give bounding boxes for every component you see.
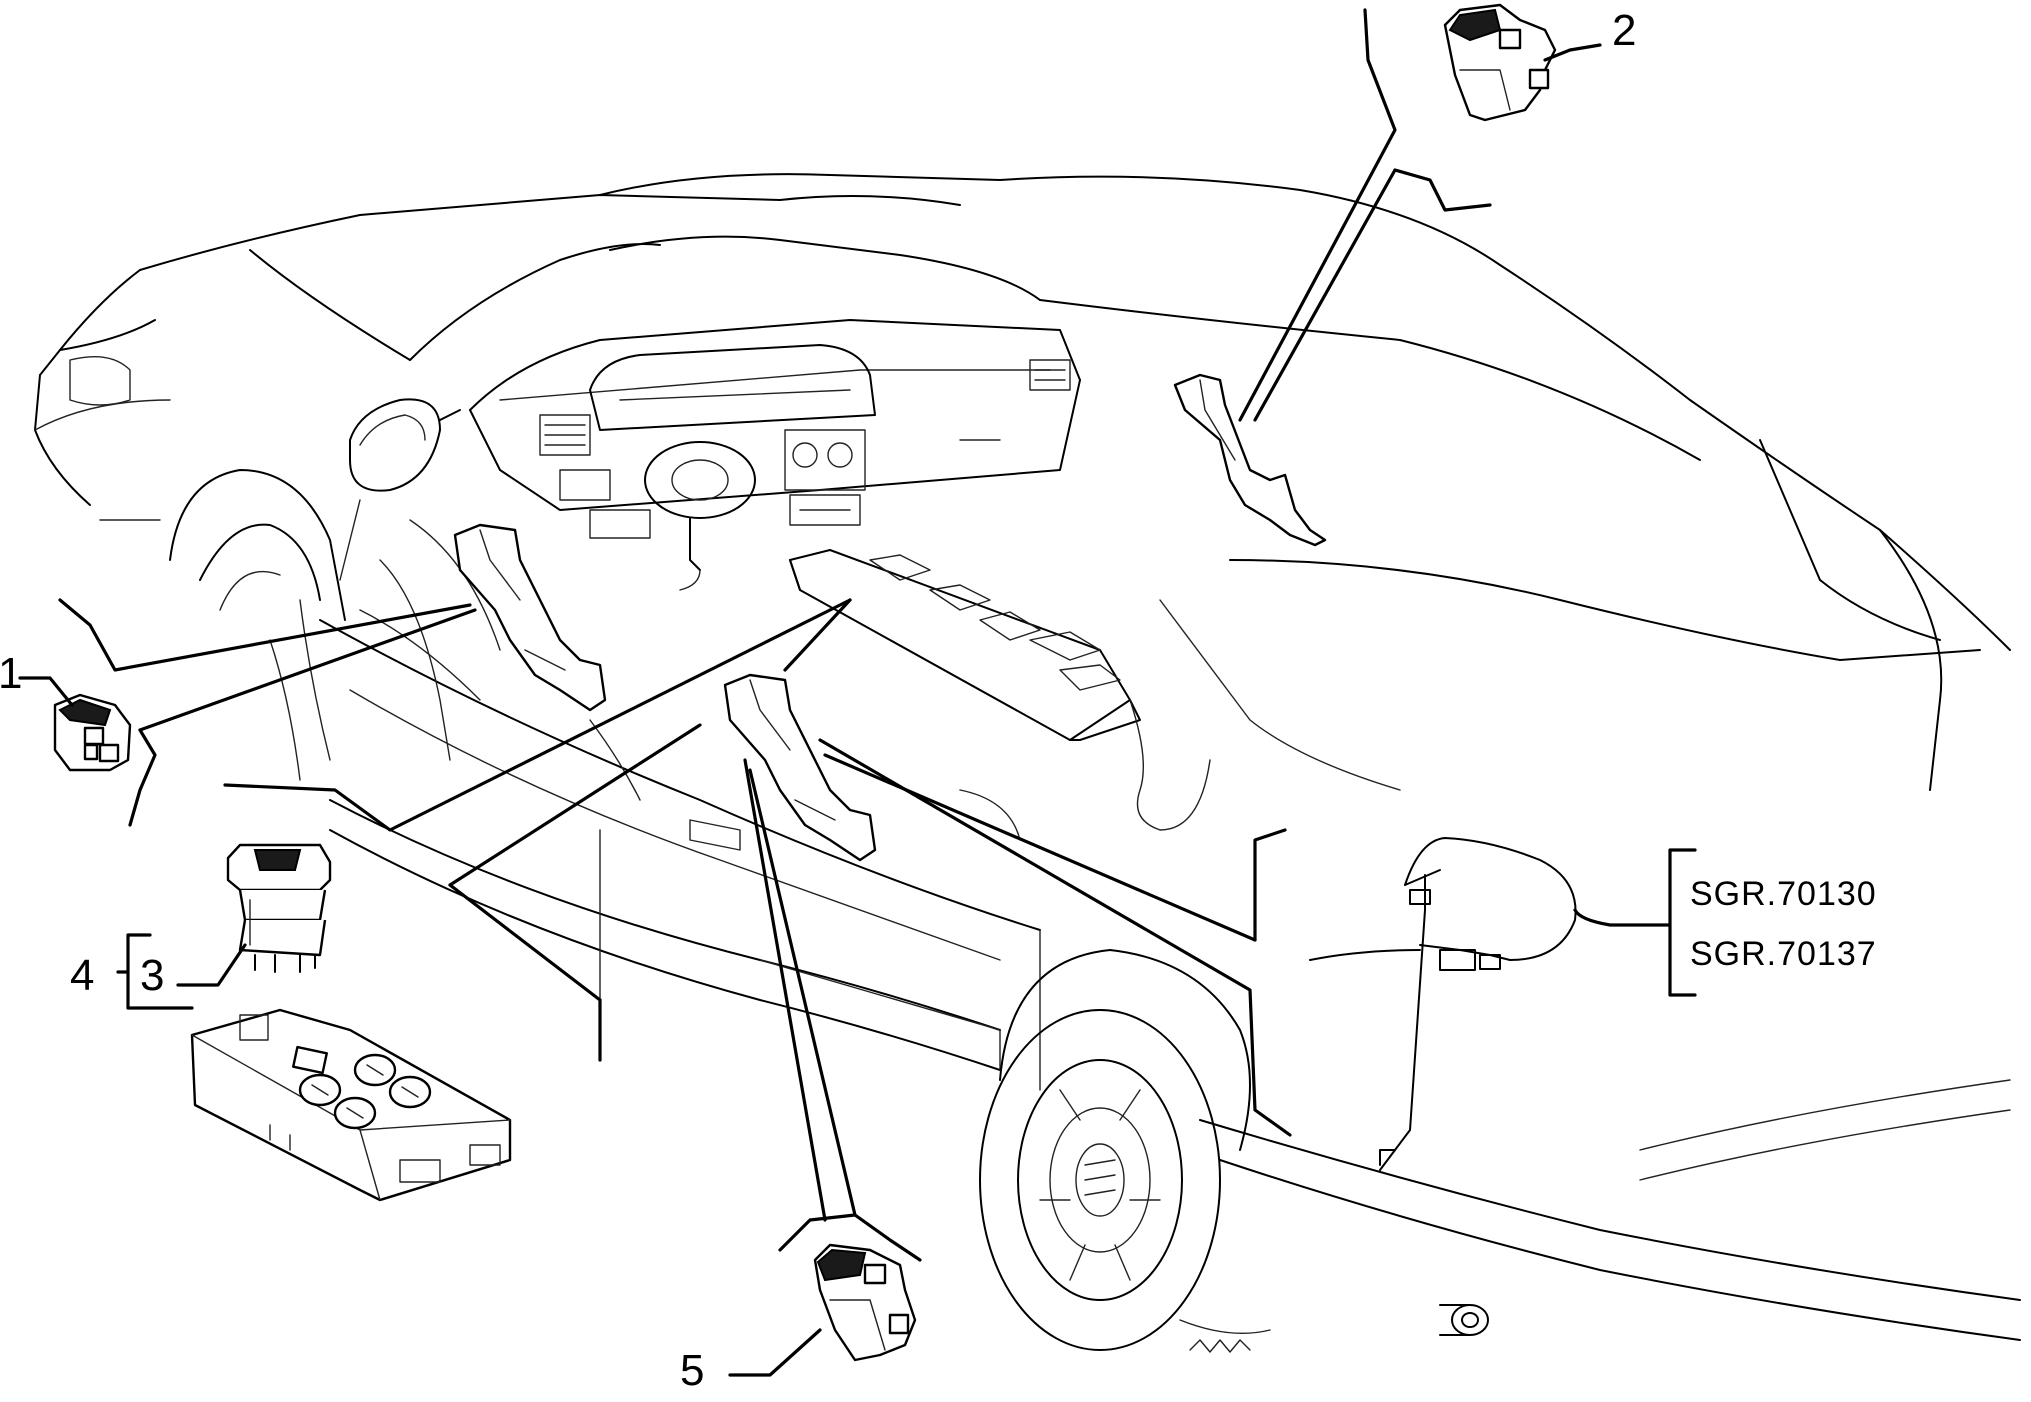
wiring-harness	[1309, 837, 1577, 1171]
callout-1-leader	[18, 676, 74, 707]
callout-3: 3	[140, 951, 164, 1000]
part-1-switch	[53, 693, 132, 772]
window-buttons	[292, 1045, 432, 1130]
door-bracket-center	[723, 673, 877, 862]
part-4-switch-panel	[190, 1008, 512, 1202]
reference-code-2: SGR.70137	[1690, 935, 1877, 973]
car-outline	[34, 173, 2021, 1353]
reference-code-1: SGR.70130	[1690, 875, 1877, 913]
callout-4: 4	[70, 951, 94, 1000]
callout-1: 1	[0, 649, 22, 698]
door-bracket-right	[1173, 373, 1327, 547]
callout-2: 2	[1612, 6, 1636, 55]
callout-4-bracket	[116, 933, 194, 1010]
callout-3-leader	[176, 943, 247, 987]
part-3-switch	[226, 843, 332, 973]
door-bracket-left	[453, 523, 607, 712]
dashboard	[469, 319, 1081, 591]
part-2-switch	[1443, 3, 1557, 122]
part-5-switch	[813, 1243, 917, 1362]
center-console	[789, 549, 1211, 831]
callout-5: 5	[680, 1346, 704, 1395]
callout-2-leader	[1543, 43, 1602, 62]
reference-bracket	[1573, 848, 1697, 997]
callout-5-leader	[728, 1328, 822, 1377]
leader-lines	[58, 8, 1492, 1262]
